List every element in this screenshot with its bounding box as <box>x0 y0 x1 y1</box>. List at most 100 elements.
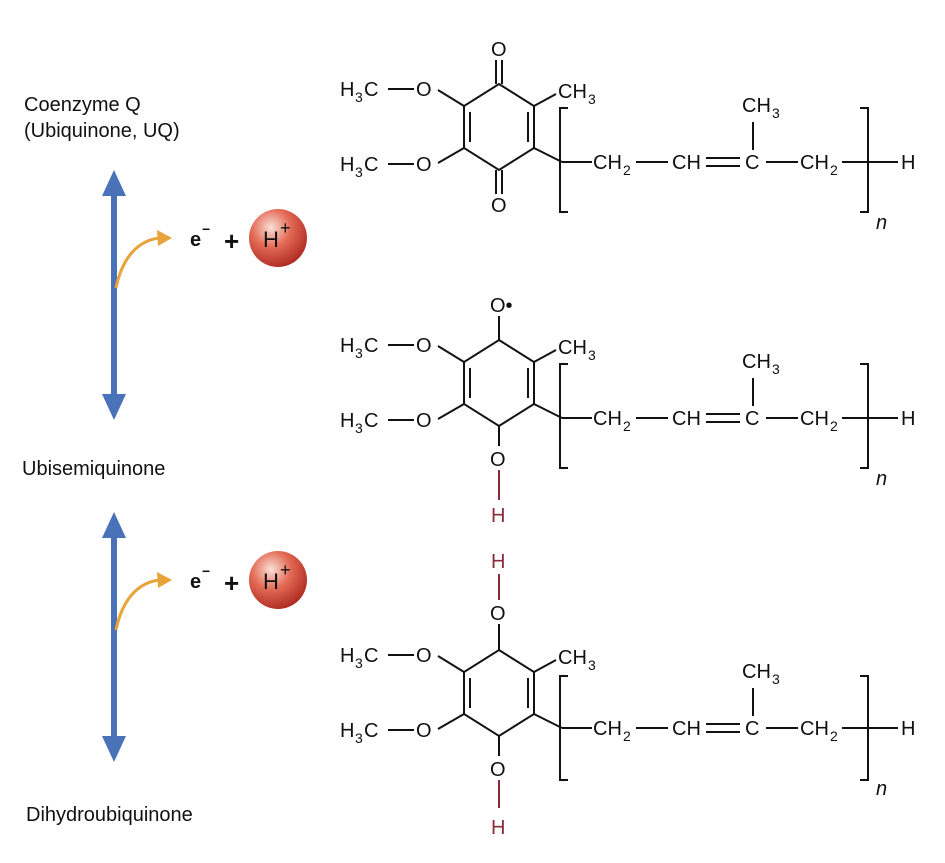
aromatic-ring <box>463 648 535 738</box>
subscript-3: 3 <box>588 657 596 673</box>
methyl-c: C <box>364 154 378 176</box>
hydroxyl-oxygen: O <box>490 449 506 471</box>
structure-dihydroubiquinone: H O H 3 C O H 3 C O O H CH <box>340 551 915 839</box>
species-name-line2: (Ubiquinone, UQ) <box>24 120 180 142</box>
oxygen: O <box>416 335 432 357</box>
structure-ubisemiquinone: H 3 C O H 3 C O O• O H CH 3 <box>340 295 915 527</box>
methyl-c: C <box>364 410 378 432</box>
methyl-h: H <box>340 410 354 432</box>
ch2: CH <box>593 718 622 740</box>
hydroxyl-hydrogen: H <box>491 551 505 573</box>
ch3: CH <box>558 647 587 669</box>
subscript-2: 2 <box>830 418 838 434</box>
methyl-c: C <box>364 645 378 667</box>
subscript-3: 3 <box>772 361 780 377</box>
bond <box>533 403 563 419</box>
repeat-n: n <box>876 468 887 490</box>
terminal-hydrogen: H <box>901 152 915 174</box>
ch3: CH <box>558 337 587 359</box>
arrow-head-up <box>102 512 126 538</box>
arrow-head-down <box>102 394 126 420</box>
bond <box>437 713 465 730</box>
curved-arrow <box>114 236 161 289</box>
hydroxyl-hydrogen: H <box>491 817 505 839</box>
bond <box>533 349 557 363</box>
oxygen: O <box>416 645 432 667</box>
carbon: C <box>745 718 759 740</box>
carbon: C <box>745 408 759 430</box>
subscript-2: 2 <box>830 162 838 178</box>
subscript-3: 3 <box>588 347 596 363</box>
transfer-2: e − + H + <box>190 551 307 609</box>
methyl-c: C <box>364 335 378 357</box>
ch2: CH <box>800 152 829 174</box>
proton-charge: + <box>280 218 291 238</box>
plus-sign: + <box>224 568 239 598</box>
ch: CH <box>672 152 701 174</box>
radical-oxygen: O• <box>490 295 513 317</box>
subscript-2: 2 <box>623 418 631 434</box>
methyl-h: H <box>340 720 354 742</box>
proton-sphere <box>249 209 307 267</box>
ch: CH <box>672 408 701 430</box>
bracket-left <box>559 107 568 213</box>
electron-charge: − <box>202 563 210 579</box>
plus-sign: + <box>224 226 239 256</box>
bond <box>437 655 465 673</box>
arrow-head-down <box>102 736 126 762</box>
bond <box>533 147 563 163</box>
transfer-1: e − + H + <box>190 209 307 267</box>
subscript-2: 2 <box>623 728 631 744</box>
reduction-arrow-1 <box>102 170 172 420</box>
ch2: CH <box>800 408 829 430</box>
species-label-dihydroubiquinone: Dihydroubiquinone <box>26 804 193 826</box>
methyl-c: C <box>364 79 378 101</box>
quinone-ring <box>463 82 535 172</box>
subscript-3: 3 <box>772 105 780 121</box>
electron-symbol: e <box>190 229 201 251</box>
hydroxyl-oxygen: O <box>490 603 506 625</box>
carbonyl-oxygen: O <box>491 195 507 217</box>
terminal-hydrogen: H <box>901 408 915 430</box>
hydroxyl-oxygen: O <box>490 759 506 781</box>
subscript-3: 3 <box>355 164 363 180</box>
reduction-arrow-2 <box>102 512 172 762</box>
electron-symbol: e <box>190 571 201 593</box>
methyl-h: H <box>340 79 354 101</box>
ch3: CH <box>742 95 771 117</box>
aromatic-ring <box>463 338 535 428</box>
subscript-3: 3 <box>355 730 363 746</box>
terminal-hydrogen: H <box>901 718 915 740</box>
ch2: CH <box>800 718 829 740</box>
subscript-2: 2 <box>623 162 631 178</box>
subscript-3: 3 <box>588 91 596 107</box>
oxygen: O <box>416 154 432 176</box>
repeat-n: n <box>876 778 887 800</box>
curved-arrow-head <box>157 230 172 246</box>
oxygen: O <box>416 410 432 432</box>
electron-charge: − <box>202 221 210 237</box>
curved-arrow <box>114 578 161 631</box>
proton-symbol: H <box>263 227 279 252</box>
subscript-3: 3 <box>355 345 363 361</box>
arrow-head-up <box>102 170 126 196</box>
ch3: CH <box>742 661 771 683</box>
bond <box>533 659 557 673</box>
bracket-left <box>559 675 568 781</box>
carbon: C <box>745 152 759 174</box>
bond <box>533 93 557 107</box>
oxygen: O <box>416 79 432 101</box>
proton-sphere <box>249 551 307 609</box>
bracket-left <box>559 363 568 469</box>
methyl-h: H <box>340 645 354 667</box>
methyl-c: C <box>364 720 378 742</box>
ch3: CH <box>742 351 771 373</box>
hydroxyl-hydrogen: H <box>491 505 505 527</box>
bond <box>437 345 465 363</box>
ch3: CH <box>558 81 587 103</box>
proton-charge: + <box>280 560 291 580</box>
methyl-h: H <box>340 154 354 176</box>
ch2: CH <box>593 152 622 174</box>
